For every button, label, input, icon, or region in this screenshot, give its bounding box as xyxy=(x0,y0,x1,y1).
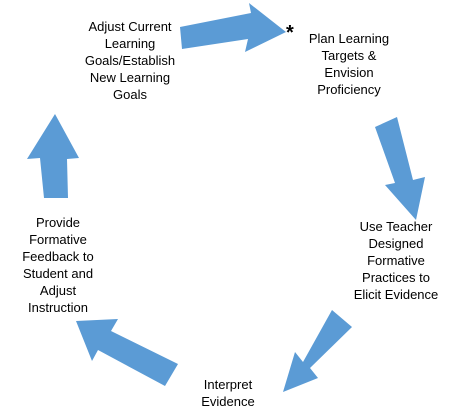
step-text-line: Formative xyxy=(367,253,425,268)
step-text-line: Learning xyxy=(104,36,156,51)
step-text-line: Adjust Current xyxy=(88,19,172,34)
step-text-line: Provide xyxy=(35,215,81,230)
cycle-arrow-adjust-to-plan xyxy=(180,3,286,52)
step-text-line: Formative xyxy=(29,232,87,247)
step-text-line: Plan Learning xyxy=(308,31,390,46)
step-text-line: Practices to xyxy=(362,270,430,285)
step-adjust-goals: Adjust Current Learning Goals/Establish … xyxy=(60,18,200,103)
cycle-arrow-interpret-to-provide xyxy=(76,319,178,386)
step-text-line: Instruction xyxy=(28,300,88,315)
step-plan-learning-targets: Plan Learning Targets & Envision Profici… xyxy=(294,30,404,98)
cycle-arrow-use-to-interpret xyxy=(283,310,352,392)
step-interpret-evidence: Interpret Evidence xyxy=(178,376,278,410)
step-text-line: Use Teacher xyxy=(359,219,433,234)
step-text-line: New Learning xyxy=(89,70,171,85)
step-text-line: Goals xyxy=(113,87,147,102)
step-text-line: Evidence xyxy=(201,394,255,409)
step-text-line: Student and xyxy=(22,266,94,281)
step-elicit-evidence: Use Teacher Designed Formative Practices… xyxy=(338,218,454,303)
step-text-line: Interpret xyxy=(203,377,253,392)
step-text-line: Elicit Evidence xyxy=(353,287,439,302)
step-provide-feedback: Provide Formative Feedback to Student an… xyxy=(2,214,114,316)
asterisk-marker: * xyxy=(286,22,294,44)
step-text-line: Targets & xyxy=(321,48,377,63)
step-text-line: Envision xyxy=(324,65,374,80)
cycle-arrow-provide-to-adjust xyxy=(27,114,79,198)
step-text-line: Designed xyxy=(368,236,424,251)
cycle-arrow-plan-to-use xyxy=(375,117,425,220)
step-text-line: Adjust xyxy=(39,283,77,298)
step-text-line: Goals/Establish xyxy=(84,53,176,68)
step-text-line: Proficiency xyxy=(317,82,381,97)
step-text-line: Feedback to xyxy=(22,249,94,264)
